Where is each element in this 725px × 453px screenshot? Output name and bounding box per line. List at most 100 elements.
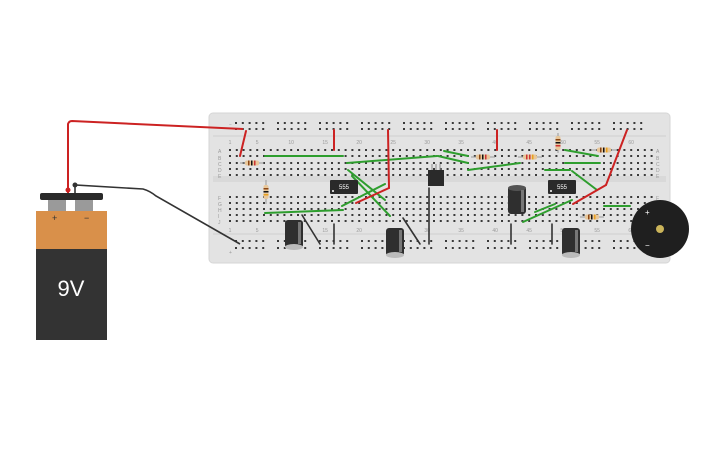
breadboard-hole[interactable] bbox=[623, 168, 626, 170]
breadboard-hole[interactable] bbox=[571, 122, 573, 124]
breadboard-hole[interactable] bbox=[446, 196, 449, 198]
breadboard-hole[interactable] bbox=[487, 247, 489, 249]
breadboard-hole[interactable] bbox=[446, 168, 449, 170]
breadboard-hole[interactable] bbox=[426, 168, 429, 170]
breadboard-hole[interactable] bbox=[399, 149, 401, 151]
breadboard-hole[interactable] bbox=[575, 155, 578, 157]
breadboard-hole[interactable] bbox=[473, 214, 476, 216]
breadboard-hole[interactable] bbox=[609, 202, 612, 204]
breadboard-hole[interactable] bbox=[582, 149, 585, 151]
breadboard-hole[interactable] bbox=[472, 128, 475, 130]
breadboard-hole[interactable] bbox=[344, 196, 347, 198]
breadboard-hole[interactable] bbox=[303, 149, 306, 151]
breadboard-hole[interactable] bbox=[419, 196, 422, 198]
breadboard-hole[interactable] bbox=[337, 214, 340, 216]
breadboard-hole[interactable] bbox=[269, 214, 272, 216]
breadboard-hole[interactable] bbox=[337, 220, 340, 222]
breadboard-hole[interactable] bbox=[392, 214, 395, 216]
breadboard-hole[interactable] bbox=[319, 122, 321, 124]
breadboard-hole[interactable] bbox=[548, 149, 551, 151]
breadboard-hole[interactable] bbox=[283, 220, 286, 222]
breadboard-hole[interactable] bbox=[235, 122, 237, 124]
wire-red[interactable] bbox=[355, 187, 390, 204]
wire-green[interactable] bbox=[341, 183, 386, 207]
breadboard-hole[interactable] bbox=[235, 208, 238, 210]
breadboard-hole[interactable] bbox=[283, 247, 286, 249]
breadboard-hole[interactable] bbox=[263, 149, 265, 151]
breadboard-hole[interactable] bbox=[290, 174, 293, 176]
breadboard-hole[interactable] bbox=[494, 162, 497, 164]
breadboard-hole[interactable] bbox=[535, 174, 537, 176]
breadboard-hole[interactable] bbox=[399, 202, 401, 204]
breadboard-hole[interactable] bbox=[467, 208, 469, 210]
breadboard-hole[interactable] bbox=[310, 208, 313, 210]
capacitor[interactable] bbox=[386, 228, 404, 258]
breadboard-hole[interactable] bbox=[439, 162, 442, 164]
breadboard-hole[interactable] bbox=[392, 174, 395, 176]
breadboard-hole[interactable] bbox=[603, 220, 605, 222]
breadboard-hole[interactable] bbox=[416, 128, 419, 130]
wire-red[interactable] bbox=[387, 129, 390, 189]
breadboard-hole[interactable] bbox=[562, 220, 565, 222]
breadboard-hole[interactable] bbox=[521, 149, 524, 151]
breadboard-hole[interactable] bbox=[242, 149, 245, 151]
breadboard-hole[interactable] bbox=[276, 220, 279, 222]
breadboard-hole[interactable] bbox=[381, 122, 384, 124]
breadboard-hole[interactable] bbox=[399, 196, 401, 198]
breadboard-hole[interactable] bbox=[344, 220, 347, 222]
wire-black[interactable] bbox=[301, 214, 321, 245]
breadboard-hole[interactable] bbox=[331, 214, 333, 216]
breadboard-hole[interactable] bbox=[643, 155, 646, 157]
breadboard-hole[interactable] bbox=[324, 162, 327, 164]
breadboard-hole[interactable] bbox=[263, 220, 265, 222]
breadboard-hole[interactable] bbox=[399, 208, 401, 210]
breadboard-hole[interactable] bbox=[458, 240, 461, 242]
breadboard-hole[interactable] bbox=[423, 247, 426, 249]
capacitor[interactable] bbox=[285, 220, 303, 250]
breadboard-hole[interactable] bbox=[541, 214, 544, 216]
breadboard-hole[interactable] bbox=[650, 196, 653, 198]
breadboard-hole[interactable] bbox=[535, 202, 537, 204]
breadboard-hole[interactable] bbox=[269, 149, 272, 151]
breadboard-hole[interactable] bbox=[365, 196, 367, 198]
breadboard-hole[interactable] bbox=[276, 174, 279, 176]
breadboard-hole[interactable] bbox=[453, 220, 456, 222]
breadboard-hole[interactable] bbox=[378, 155, 381, 157]
breadboard-hole[interactable] bbox=[473, 220, 476, 222]
breadboard-hole[interactable] bbox=[290, 214, 293, 216]
breadboard-hole[interactable] bbox=[297, 128, 300, 130]
breadboard-hole[interactable] bbox=[623, 208, 626, 210]
breadboard-hole[interactable] bbox=[419, 208, 422, 210]
breadboard-hole[interactable] bbox=[249, 168, 252, 170]
breadboard-hole[interactable] bbox=[303, 208, 306, 210]
breadboard-hole[interactable] bbox=[433, 168, 435, 170]
breadboard-hole[interactable] bbox=[637, 155, 639, 157]
resistor[interactable] bbox=[240, 160, 264, 166]
breadboard-hole[interactable] bbox=[263, 214, 265, 216]
breadboard-hole[interactable] bbox=[562, 214, 565, 216]
breadboard-hole[interactable] bbox=[324, 174, 327, 176]
breadboard-hole[interactable] bbox=[358, 168, 361, 170]
breadboard-hole[interactable] bbox=[358, 208, 361, 210]
breadboard-hole[interactable] bbox=[514, 168, 517, 170]
breadboard-hole[interactable] bbox=[453, 162, 456, 164]
breadboard-hole[interactable] bbox=[451, 240, 454, 242]
breadboard-hole[interactable] bbox=[331, 149, 333, 151]
breadboard-hole[interactable] bbox=[346, 240, 349, 242]
breadboard-hole[interactable] bbox=[256, 174, 259, 176]
wire-green[interactable] bbox=[437, 155, 469, 164]
breadboard-hole[interactable] bbox=[337, 202, 340, 204]
breadboard-hole[interactable] bbox=[235, 202, 238, 204]
resistor[interactable] bbox=[592, 147, 616, 153]
breadboard-hole[interactable] bbox=[535, 168, 537, 170]
breadboard-hole[interactable] bbox=[460, 174, 463, 176]
breadboard-hole[interactable] bbox=[609, 162, 612, 164]
breadboard-hole[interactable] bbox=[351, 174, 354, 176]
breadboard-hole[interactable] bbox=[255, 122, 258, 124]
breadboard-hole[interactable] bbox=[577, 128, 580, 130]
breadboard-hole[interactable] bbox=[248, 240, 251, 242]
breadboard-hole[interactable] bbox=[365, 162, 367, 164]
breadboard-hole[interactable] bbox=[337, 196, 340, 198]
breadboard-hole[interactable] bbox=[374, 122, 377, 124]
breadboard-hole[interactable] bbox=[439, 208, 442, 210]
